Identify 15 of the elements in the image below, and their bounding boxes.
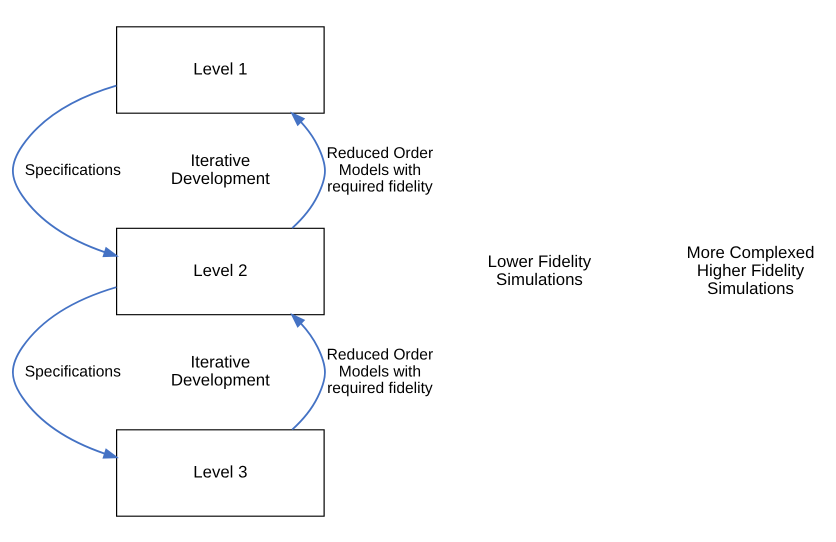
node-box: Level 3 <box>116 428 325 516</box>
label: More Complexed Higher Fidelity Simulations <box>686 242 814 298</box>
arrow <box>12 84 119 257</box>
edge-label: Reduced Order Models with required fidelity <box>326 346 434 397</box>
edge-label: Specifications <box>24 362 121 380</box>
node-box: Level 1 <box>116 26 325 114</box>
arrow <box>290 312 326 430</box>
arrow <box>290 110 326 228</box>
edge-label: Reduced Order Models with required fidelity <box>326 144 434 196</box>
label: Iterative Development <box>170 150 270 188</box>
label: Iterative Development <box>170 352 270 390</box>
label: Lower Fidelity Simulations <box>488 251 592 288</box>
node-box: Level 2 <box>116 227 325 315</box>
arrow <box>12 286 119 458</box>
edge-label: Specifications <box>24 161 121 178</box>
